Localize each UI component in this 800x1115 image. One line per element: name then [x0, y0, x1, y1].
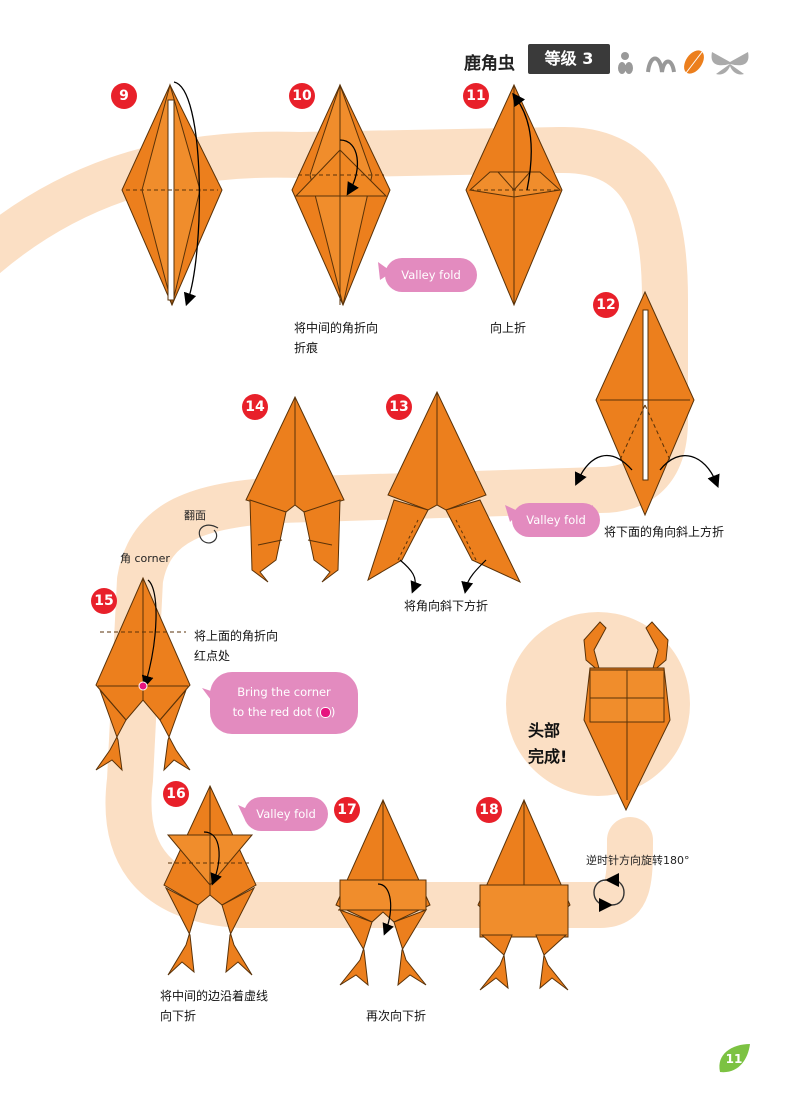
caption-step-10: 将中间的角折向 折痕	[294, 321, 379, 355]
step-number-14: 14	[242, 394, 268, 420]
rotate-label: 逆时针方向旋转180°	[586, 854, 690, 867]
rotate-ccw-icon	[593, 873, 625, 912]
butterfly-icon	[711, 52, 749, 75]
finished-head-model	[583, 621, 671, 812]
caption-step-17: 再次向下折	[366, 1009, 427, 1023]
step-number-13: 13	[386, 394, 412, 420]
diagram-step-17	[335, 798, 431, 987]
valley-fold-bubble-1: Valley fold	[385, 258, 477, 292]
bring-corner-line-2: to the red dot ()	[232, 705, 336, 719]
diagram-step-10	[291, 83, 391, 307]
flip-label: 翻面	[184, 509, 206, 522]
step-number-17: 17	[334, 797, 360, 823]
red-dot-icon	[319, 707, 331, 718]
model-title: 鹿角虫	[464, 54, 515, 74]
diagram-step-9	[121, 81, 223, 307]
caption-step-15: 将上面的角折向 红点处	[194, 629, 279, 663]
step-number-16: 16	[163, 781, 189, 807]
diagram-step-11	[465, 83, 563, 307]
corner-label: 角 corner	[120, 552, 170, 565]
leaf-icon	[719, 1044, 750, 1073]
caterpillar-icon	[646, 56, 676, 73]
diagram-step-13	[367, 390, 522, 594]
step-number-9: 9	[111, 83, 137, 109]
diagram-step-16	[163, 784, 257, 976]
flip-icon	[198, 524, 219, 544]
valley-fold-bubble-3: Valley fold	[244, 797, 328, 831]
seedling-icon	[618, 52, 633, 74]
step-number-15: 15	[91, 588, 117, 614]
bring-corner-line-1: Bring the corner	[237, 685, 331, 699]
level-badge: 等级 3	[528, 44, 610, 74]
step-number-10: 10	[289, 83, 315, 109]
step-number-18: 18	[476, 797, 502, 823]
caption-step-12: 将下面的角向斜上方折	[604, 525, 725, 539]
valley-fold-bubble-2: Valley fold	[512, 503, 600, 537]
caption-step-13: 将角向斜下方折	[404, 599, 489, 613]
diagram-step-14	[245, 395, 345, 583]
page-number: 11	[725, 1052, 743, 1066]
bring-corner-bubble: Bring the corner to the red dot ()	[210, 672, 358, 734]
diagram-step-12	[574, 290, 720, 517]
feather-leaf-icon	[684, 50, 704, 74]
diagram-step-15	[95, 576, 191, 772]
complete-text: 头部 完成!	[528, 721, 568, 766]
level-icons	[618, 50, 749, 75]
step-number-11: 11	[463, 83, 489, 109]
caption-step-16: 将中间的边沿着虚线 向下折	[160, 989, 269, 1023]
step-number-12: 12	[593, 292, 619, 318]
caption-step-11: 向上折	[490, 321, 527, 335]
diagram-step-18	[477, 798, 571, 991]
